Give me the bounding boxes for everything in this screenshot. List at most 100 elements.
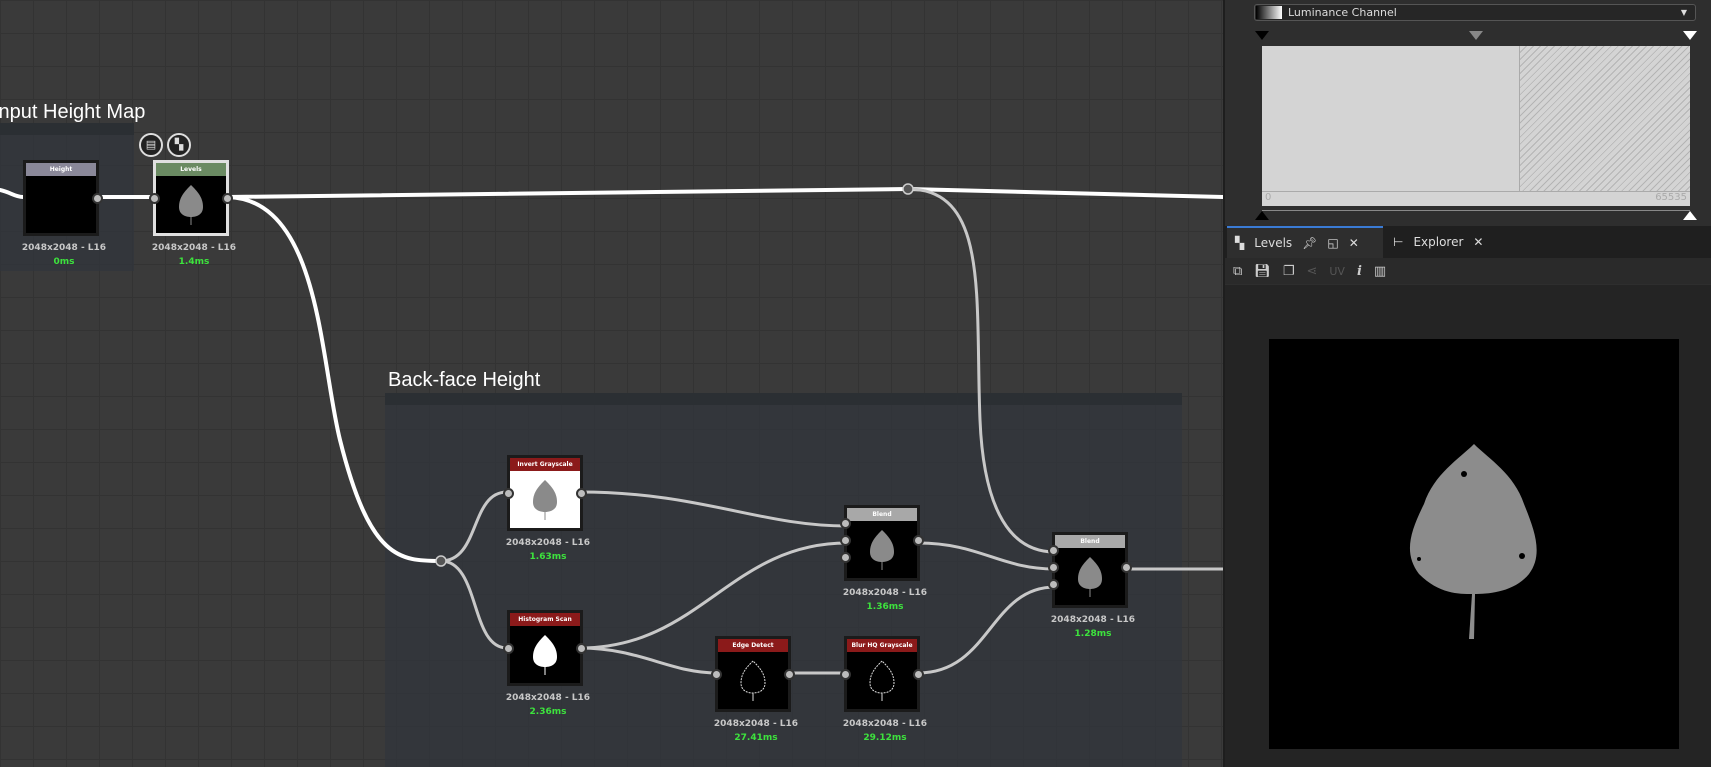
node-resolution: 2048x2048 - L16 (21, 243, 107, 253)
node-title: Histogram Scan (510, 613, 580, 626)
viewer-toolbar: ⧉ 💾︎ ❐ ⋖ UV i ▥ (1225, 258, 1711, 284)
wire (578, 541, 849, 650)
input-black-handle[interactable] (1255, 211, 1269, 220)
wire (226, 187, 910, 199)
node-graph-canvas[interactable]: Input Height Map Back-face Height Height… (0, 0, 1223, 767)
output-port[interactable] (576, 643, 587, 654)
output-port[interactable] (576, 488, 587, 499)
node-thumbnail (847, 521, 917, 578)
range-max: 65535 (1655, 192, 1687, 203)
export-icon[interactable]: ⧉ (1233, 263, 1243, 279)
output-port[interactable] (92, 193, 103, 204)
node-title: Height (26, 163, 96, 176)
node-time: 27.41ms (734, 733, 778, 743)
input-port[interactable] (711, 669, 722, 680)
input-range-track (1262, 210, 1690, 211)
tab-label: Levels (1254, 236, 1293, 250)
node-time: 1.4ms (178, 257, 210, 267)
node-thumbnail (847, 652, 917, 709)
node-thumbnail (718, 652, 788, 709)
node-resolution: 2048x2048 - L16 (713, 719, 799, 729)
wire (578, 646, 719, 675)
node-time: 1.36ms (866, 602, 904, 612)
node-time: 1.63ms (529, 552, 567, 562)
node-blur[interactable]: Blur HQ Grayscale 2048x2048 - L16 29.12m… (840, 636, 927, 743)
wire (906, 187, 1057, 554)
node-thumbnail (26, 176, 96, 233)
node-time: 1.28ms (1074, 629, 1112, 639)
node-time: 0ms (53, 257, 75, 267)
explorer-tree-icon: ⊢ (1393, 235, 1404, 249)
2d-viewer[interactable] (1225, 285, 1711, 767)
levels-panel: Luminance Channel ▼ 0 65535 ▚ Levels 📌︎ ◱… (1223, 0, 1711, 767)
node-invert[interactable]: Invert Grayscale 2048x2048 - L16 1.63ms (503, 455, 590, 562)
chevron-down-icon: ▼ (1680, 8, 1687, 17)
reroute-dot (902, 183, 914, 195)
input-port[interactable] (840, 669, 851, 680)
output-black-handle[interactable] (1255, 31, 1269, 40)
leaf-image (1409, 444, 1537, 639)
node-thumbnail (156, 176, 226, 233)
input-port[interactable] (840, 518, 851, 529)
node-resolution: 2048x2048 - L16 (842, 588, 928, 598)
wire (916, 585, 1057, 675)
input-port[interactable] (149, 193, 160, 204)
node-resolution: 2048x2048 - L16 (151, 243, 237, 253)
node-time: 29.12ms (863, 733, 907, 743)
node-title: Blend (847, 508, 917, 521)
save-icon[interactable]: 💾︎ (1254, 263, 1271, 279)
input-port[interactable] (503, 643, 514, 654)
node-title: Edge Detect (718, 639, 788, 652)
uv-dropdown[interactable]: UV (1329, 264, 1345, 278)
tab-levels[interactable]: ▚ Levels 📌︎ ◱ ✕ (1227, 226, 1383, 258)
node-resolution: 2048x2048 - L16 (505, 693, 591, 703)
panel-tabs: ▚ Levels 📌︎ ◱ ✕ ⊢ Explorer ✕ (1225, 226, 1711, 258)
node-levels[interactable]: Levels 2048x2048 - L16 1.4ms (149, 160, 236, 267)
output-port[interactable] (784, 669, 795, 680)
pin-icon[interactable]: 📌︎ (1302, 236, 1318, 250)
output-port[interactable] (1121, 562, 1132, 573)
document-icon[interactable]: ▤ (139, 133, 163, 157)
output-port[interactable] (222, 193, 233, 204)
wire (916, 541, 1057, 571)
histogram-icon[interactable]: ▥ (1373, 263, 1387, 279)
node-edge[interactable]: Edge Detect 2048x2048 - L16 27.41ms (711, 636, 798, 743)
wire (906, 187, 1223, 199)
channel-dropdown[interactable]: Luminance Channel ▼ (1254, 4, 1696, 21)
input-port[interactable] (503, 488, 514, 499)
node-histogram[interactable]: Histogram Scan 2048x2048 - L16 2.36ms (503, 610, 590, 717)
copy-icon[interactable]: ❐ (1282, 263, 1295, 279)
node-height[interactable]: Height 2048x2048 - L16 0ms (22, 160, 106, 267)
float-icon[interactable]: ◱ (1327, 236, 1339, 250)
input-port[interactable] (840, 535, 851, 546)
reroute-dot (435, 555, 447, 567)
input-port[interactable] (840, 552, 851, 563)
output-port[interactable] (913, 535, 924, 546)
checker-icon[interactable]: ▚ (167, 133, 191, 157)
input-port[interactable] (1048, 562, 1059, 573)
input-port[interactable] (1048, 579, 1059, 590)
close-icon[interactable]: ✕ (1348, 236, 1359, 250)
input-port[interactable] (1048, 545, 1059, 556)
range-min: 0 (1265, 192, 1272, 203)
info-icon[interactable]: i (1356, 263, 1362, 279)
node-title: Blend (1055, 535, 1125, 548)
output-white-handle[interactable] (1683, 31, 1697, 40)
node-blend1[interactable]: Blend 2048x2048 - L16 1.36ms (840, 505, 927, 612)
node-resolution: 2048x2048 - L16 (842, 719, 928, 729)
output-port[interactable] (913, 669, 924, 680)
node-thumbnail (1055, 548, 1125, 605)
node-title: Levels (156, 163, 226, 176)
levels-icon: ▚ (1235, 236, 1245, 250)
input-white-handle[interactable] (1683, 211, 1697, 220)
output-mid-handle[interactable] (1469, 31, 1483, 40)
node-blend2[interactable]: Blend 2048x2048 - L16 1.28ms (1048, 532, 1135, 639)
node-thumbnail (510, 471, 580, 528)
tab-explorer[interactable]: ⊢ Explorer ✕ (1385, 226, 1491, 258)
node-title: Invert Grayscale (510, 458, 580, 471)
wire (439, 490, 509, 563)
clipped-region (1519, 46, 1690, 191)
frame-title: Back-face Height (388, 369, 541, 391)
connections (0, 183, 1223, 675)
close-icon[interactable]: ✕ (1473, 235, 1484, 249)
